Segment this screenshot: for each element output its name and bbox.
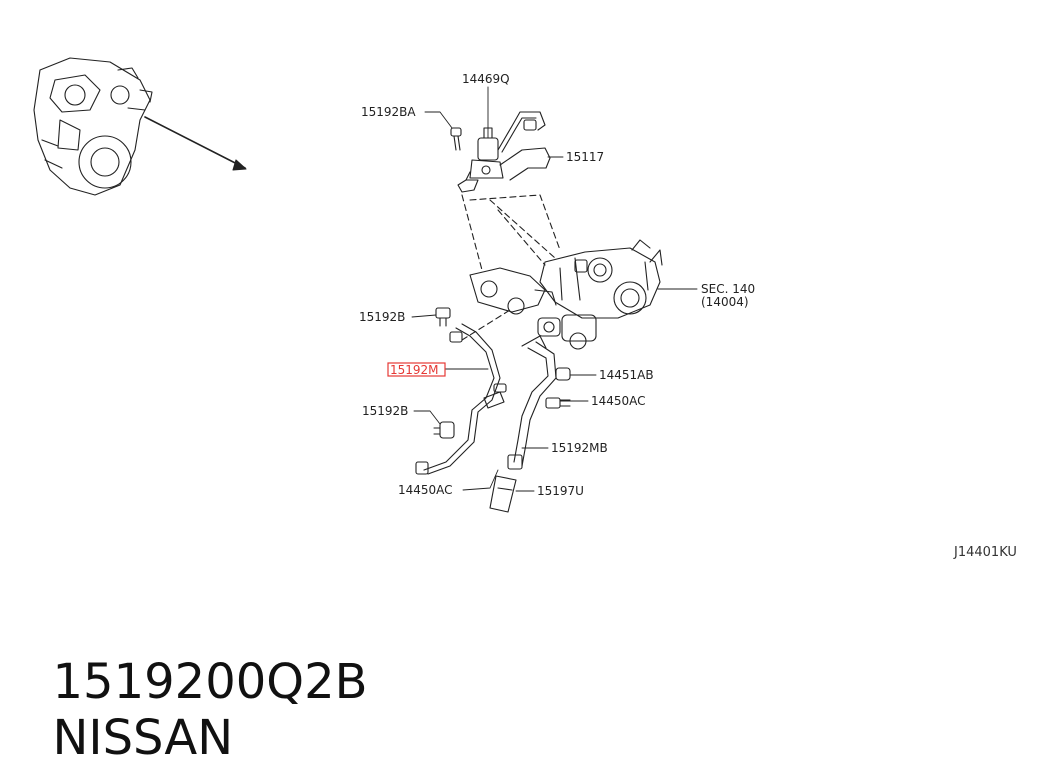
oil-pipe-15192M-illustration [415,323,501,475]
diagram-reference-code: J14401KU [953,545,1017,560]
callout-15192MB: 15192MB [551,441,608,455]
parts-diagram: 14469Q 15192BA 15117 SEC. 140 (14004) 15… [33,57,1017,560]
callout-sec-140: SEC. 140 [701,282,755,296]
bolt-15192B-bottom-illustration [433,421,455,439]
tube-15117-illustration [497,111,551,181]
callout-leader-lines [411,86,698,492]
bolt-15192BA-illustration [450,127,462,151]
footer-part-info: 1519200Q2B NISSAN [22,598,412,766]
engine-overview-illustration [33,57,247,196]
connection-dashed-lines [461,194,561,341]
sensor-14469Q-illustration [469,127,504,179]
hose-15197U-illustration [489,475,517,513]
brand-name: NISSAN [52,710,234,766]
highlight-box-15192M [387,362,446,377]
bolt-15192B-top-illustration [435,307,451,327]
callout-15192M: 15192M [390,363,439,377]
callout-14450AC-right: 14450AC [591,394,646,408]
callout-14469Q: 14469Q [462,72,510,86]
callout-14450AC-bottom: 14450AC [398,483,453,497]
callout-15192B-top: 15192B [359,310,405,324]
callout-14004: (14004) [701,295,749,309]
callout-14451AB: 14451AB [599,368,654,382]
callout-15192B-bottom: 15192B [362,404,408,418]
bolt-14451AB-illustration [555,367,571,381]
oil-return-pipe-15192MB-illustration [507,335,557,470]
hose-upper-illustration [457,171,479,193]
turbocharger-assembly-illustration [469,239,663,350]
bolt-14450AC-bottom-illustration [483,383,507,409]
callout-15192BA: 15192BA [361,105,416,119]
bolt-14450AC-right-illustration [545,397,571,409]
part-number: 1519200Q2B [52,654,368,710]
callout-15197U: 15197U [537,484,584,498]
callout-15117: 15117 [566,150,604,164]
